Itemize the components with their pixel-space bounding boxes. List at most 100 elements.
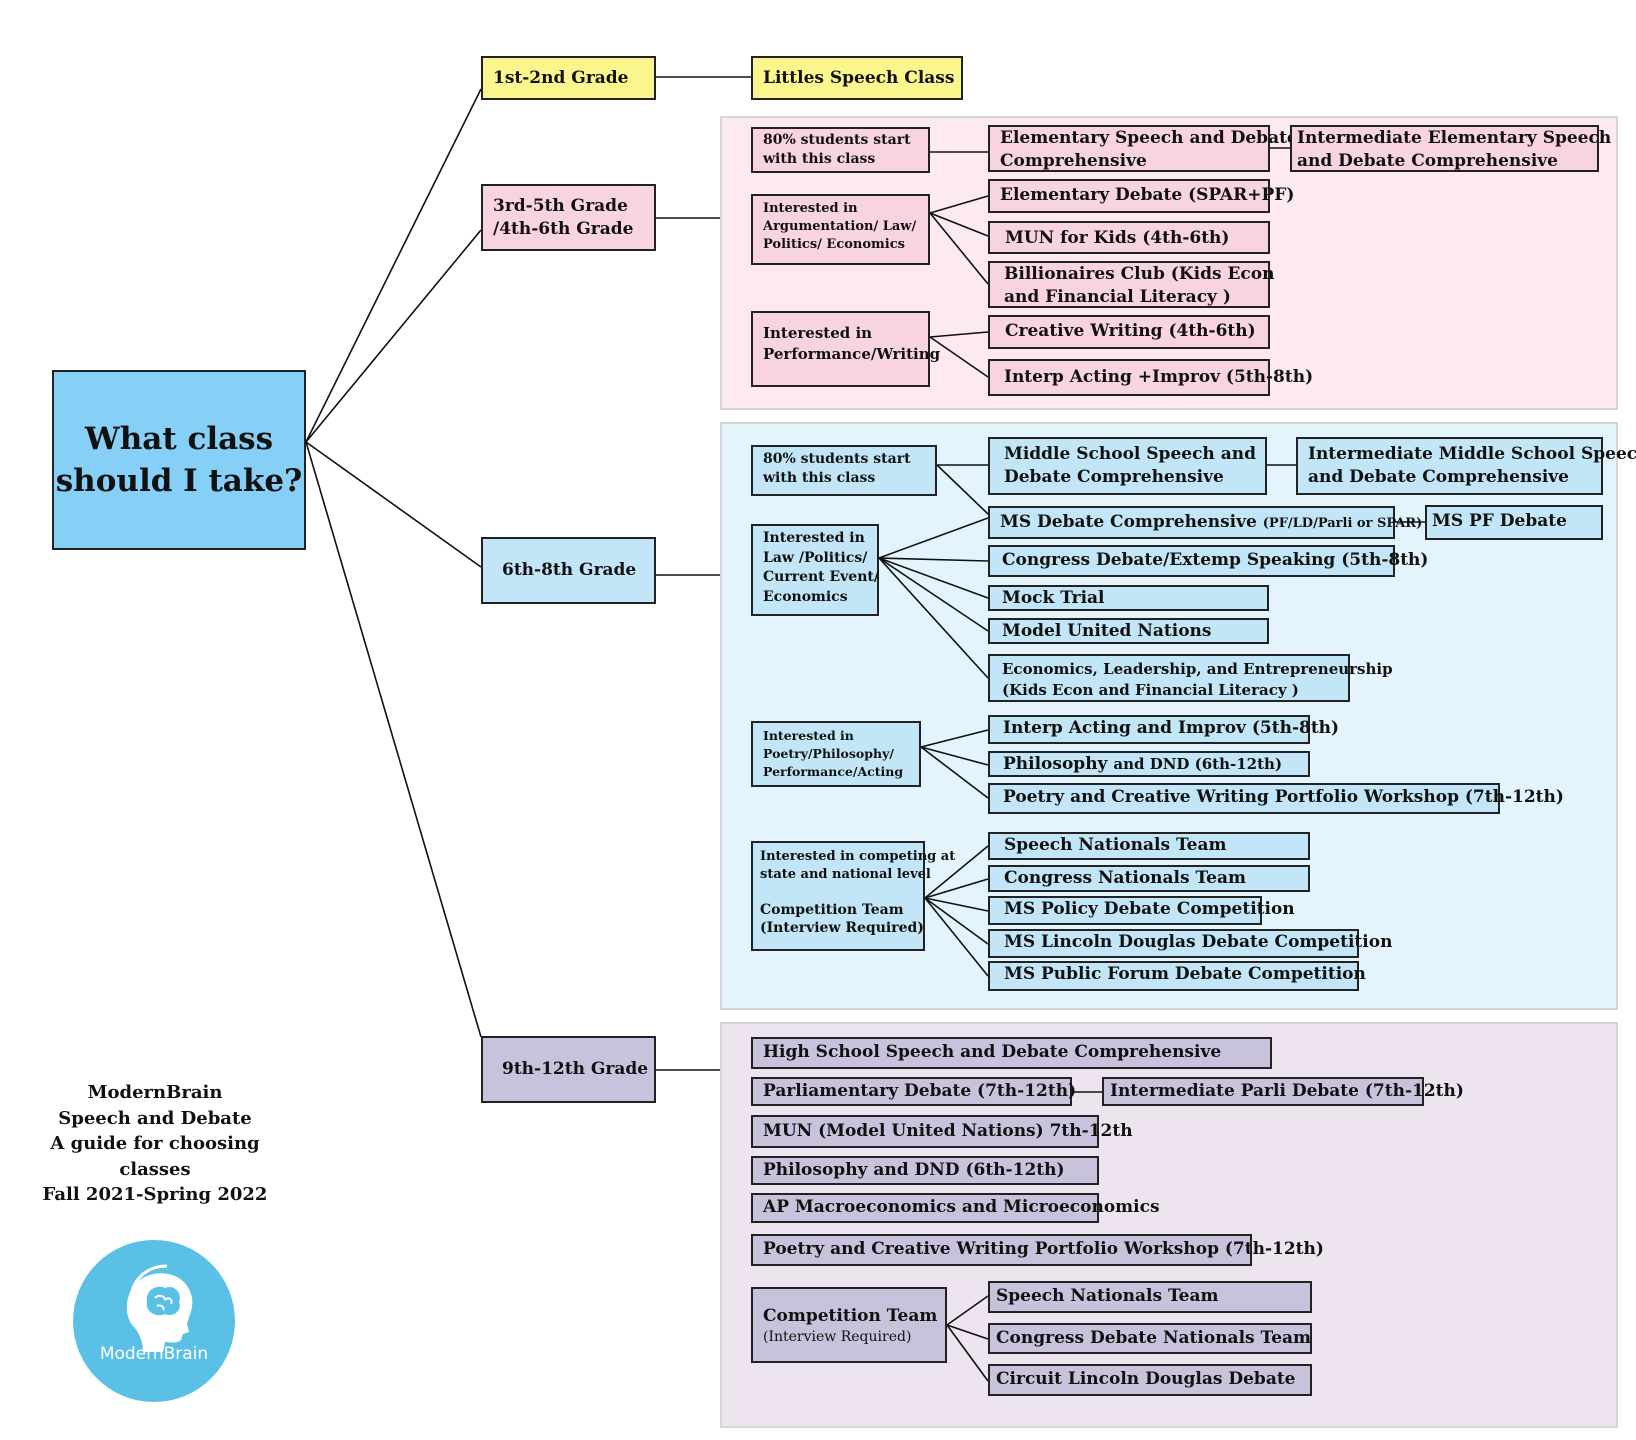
- ms-mock-trial: Mock Trial: [988, 585, 1269, 611]
- elem-comp-line-1: Elementary Speech and Debate: [1000, 128, 1298, 148]
- ms-poetry-line-2: Poetry/Philosophy/: [763, 746, 894, 761]
- head-brain-icon: [126, 1264, 193, 1352]
- ms-poetry-box: Interested in Poetry/Philosophy/ Perform…: [751, 721, 921, 787]
- root-question: What class should I take?: [52, 370, 306, 550]
- hs-intermediate-parli: Intermediate Parli Debate (7th-12th): [1102, 1077, 1464, 1106]
- grade-3-5-line-1: 3rd-5th Grade: [493, 195, 628, 216]
- hs-team-line-1: Competition Team: [763, 1306, 938, 1326]
- ms-competition-box: Interested in competing at state and nat…: [751, 841, 956, 951]
- hs-ap-label: AP Macroeconomics and Microeconomics: [763, 1197, 1160, 1217]
- ms-law-line-3: Current Event/: [763, 569, 879, 585]
- hs-snt-label: Speech Nationals Team: [996, 1286, 1219, 1306]
- elem-perf-line-2: Performance/Writing: [763, 345, 941, 363]
- ms-debate-comprehensive: MS Debate Comprehensive (PF/LD/Parli or …: [988, 506, 1422, 539]
- hs-philosophy: Philosophy and DND (6th-12th): [751, 1156, 1099, 1185]
- elem-billionaires: Billionaires Club (Kids Econ and Financi…: [988, 261, 1275, 308]
- hs-circuit-ld: Circuit Lincoln Douglas Debate: [988, 1364, 1312, 1396]
- ms-law-line-4: Economics: [763, 588, 848, 605]
- elem-inter-line-2: and Debate Comprehensive: [1297, 151, 1559, 171]
- ms-comp-line-2: Debate Comprehensive: [1004, 467, 1224, 487]
- littles-speech-class: Littles Speech Class: [751, 56, 963, 100]
- elem-perf-line-1: Interested in: [763, 324, 873, 342]
- ms-comp-line-a: Interested in competing at: [760, 849, 956, 864]
- ms-congress-label: Congress Debate/Extemp Speaking (5th-8th…: [1002, 550, 1429, 570]
- elem-comp-line-2: Comprehensive: [1000, 151, 1147, 171]
- hs-iparli-label: Intermediate Parli Debate (7th-12th): [1110, 1081, 1464, 1101]
- elem-interp: Interp Acting +Improv (5th-8th): [988, 359, 1313, 396]
- elem-mun-label: MUN for Kids (4th-6th): [1005, 228, 1230, 248]
- elem-comprehensive: Elementary Speech and Debate Comprehensi…: [988, 125, 1298, 172]
- modernbrain-logo: ModernBrain: [73, 1240, 235, 1402]
- elem-start-line-1: 80% students start: [763, 132, 911, 148]
- ms-phil-main: Philosophy: [1003, 754, 1108, 774]
- elem-argumentation-box: Interested in Argumentation/ Law/ Politi…: [751, 194, 930, 265]
- ms-phil-small: and DND (6th-12th): [1113, 755, 1283, 773]
- elem-arg-line-2: Argumentation/ Law/: [763, 219, 917, 234]
- elem-intermediate: Intermediate Elementary Speech and Debat…: [1290, 125, 1611, 172]
- ms-poetry-line-1: Interested in: [763, 728, 854, 743]
- ms-law-line-2: Law /Politics/: [763, 549, 868, 566]
- grade-9-12-label: 9th-12th Grade: [502, 1059, 649, 1079]
- elem-start-line-2: with this class: [763, 151, 876, 167]
- ms-cnt-label: Congress Nationals Team: [1004, 868, 1246, 888]
- ms-congress-nationals: Congress Nationals Team: [988, 865, 1310, 892]
- hs-parliamentary: Parliamentary Debate (7th-12th): [751, 1077, 1076, 1106]
- grade-1-2-label: 1st-2nd Grade: [493, 67, 629, 88]
- ms-ld-label: MS Lincoln Douglas Debate Competition: [1004, 932, 1393, 952]
- ms-philosophy: Philosophy and DND (6th-12th): [988, 751, 1310, 777]
- root-line-1: What class: [84, 421, 274, 457]
- hs-pcw-label: Poetry and Creative Writing Portfolio Wo…: [763, 1239, 1324, 1259]
- caption-line-3: A guide for choosing: [50, 1133, 260, 1154]
- hs-mun: MUN (Model United Nations) 7th-12th: [751, 1115, 1133, 1148]
- ms-interp-label: Interp Acting and Improv (5th-8th): [1003, 718, 1340, 738]
- ms-economics-leadership: Economics, Leadership, and Entrepreneurs…: [988, 654, 1393, 702]
- ms-mun-label: Model United Nations: [1002, 621, 1212, 641]
- hs-competition-team: Competition Team (Interview Required): [751, 1287, 947, 1363]
- elem-arg-line-1: Interested in: [763, 201, 858, 216]
- ms-inter-line-1: Intermediate Middle School Speech: [1308, 444, 1636, 464]
- ms-law-line-1: Interested in: [763, 530, 865, 546]
- grade-6-8-label: 6th-8th Grade: [502, 560, 637, 580]
- ms-comp-line-b: state and national level: [760, 867, 931, 882]
- ms-start-line-2: with this class: [763, 470, 876, 486]
- ms-pfc-label: MS Public Forum Debate Competition: [1004, 964, 1366, 984]
- ms-policy-label: MS Policy Debate Competition: [1004, 899, 1295, 919]
- ms-snt-label: Speech Nationals Team: [1004, 835, 1227, 855]
- elem-arg-line-3: Politics/ Economics: [763, 237, 905, 252]
- grade-6-8: 6th-8th Grade: [481, 537, 656, 604]
- ms-law-box: Interested in Law /Politics/ Current Eve…: [751, 524, 879, 616]
- elem-mun: MUN for Kids (4th-6th): [988, 221, 1270, 254]
- hs-phil-label: Philosophy and DND (6th-12th): [763, 1160, 1065, 1180]
- elem-cw-label: Creative Writing (4th-6th): [1005, 321, 1256, 341]
- root-line-2: should I take?: [55, 463, 303, 499]
- hs-poetry-creative-writing: Poetry and Creative Writing Portfolio Wo…: [751, 1234, 1324, 1266]
- ms-start-box: 80% students start with this class: [751, 445, 937, 496]
- ms-debate-small: (PF/LD/Parli or SPAR): [1262, 516, 1423, 531]
- hs-parli-label: Parliamentary Debate (7th-12th): [763, 1081, 1077, 1101]
- ms-model-un: Model United Nations: [988, 618, 1269, 644]
- ms-speech-nationals: Speech Nationals Team: [988, 832, 1310, 860]
- ms-econ-line-2: (Kids Econ and Financial Literacy ): [1002, 681, 1299, 699]
- elem-creative-writing: Creative Writing (4th-6th): [988, 315, 1270, 349]
- elem-bill-line-1: Billionaires Club (Kids Econ: [1004, 264, 1275, 284]
- guide-caption: ModernBrain Speech and Debate A guide fo…: [40, 1080, 270, 1208]
- hs-comp-label: High School Speech and Debate Comprehens…: [763, 1042, 1222, 1062]
- grade-1-2: 1st-2nd Grade: [481, 56, 656, 100]
- ms-comp-line-c: Competition Team: [760, 902, 904, 918]
- ms-policy-debate: MS Policy Debate Competition: [988, 896, 1295, 925]
- ms-econ-line-1: Economics, Leadership, and Entrepreneurs…: [1002, 660, 1393, 678]
- hs-speech-nationals: Speech Nationals Team: [988, 1281, 1312, 1313]
- ms-intermediate: Intermediate Middle School Speech and De…: [1296, 437, 1636, 495]
- elem-debate-label: Elementary Debate (SPAR+PF): [1000, 185, 1295, 205]
- elem-bill-line-2: and Financial Literacy ): [1004, 287, 1231, 307]
- ms-mock-label: Mock Trial: [1002, 588, 1105, 608]
- grade-9-12: 9th-12th Grade: [481, 1036, 656, 1103]
- hs-cld-label: Circuit Lincoln Douglas Debate: [996, 1369, 1296, 1389]
- ms-congress-extemp: Congress Debate/Extemp Speaking (5th-8th…: [988, 545, 1428, 577]
- ms-lincoln-douglas: MS Lincoln Douglas Debate Competition: [988, 929, 1392, 958]
- elem-interp-label: Interp Acting +Improv (5th-8th): [1004, 367, 1314, 387]
- caption-line-4: classes: [119, 1158, 191, 1180]
- ms-poetry-line-3: Performance/Acting: [763, 764, 904, 779]
- ms-comp-line-d: (Interview Required): [760, 920, 924, 936]
- ms-inter-line-2: and Debate Comprehensive: [1308, 467, 1570, 487]
